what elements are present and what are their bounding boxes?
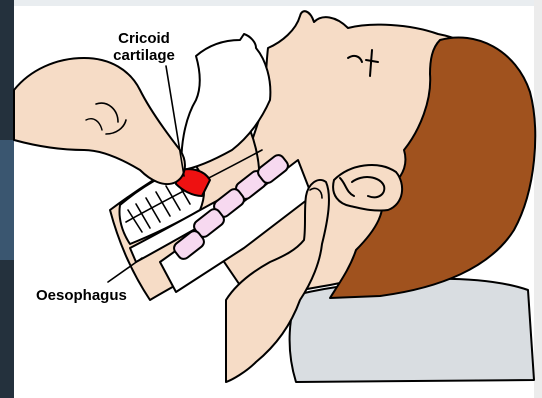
pressing-hand — [14, 58, 185, 184]
oesophagus-label: Oesophagus — [36, 287, 127, 304]
pillow — [290, 279, 534, 382]
cricoid-cartilage-label: Cricoid cartilage — [101, 30, 187, 64]
ear — [333, 165, 402, 211]
